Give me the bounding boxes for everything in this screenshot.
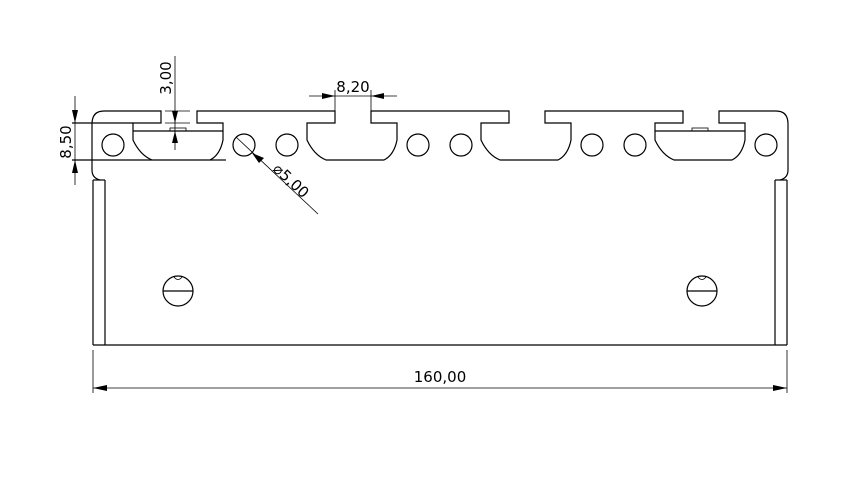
dimension-text-height: 8,50 <box>57 125 75 158</box>
dimension-text-diameter: ⌀5,00 <box>269 160 312 202</box>
dimension-slot-depth: 3,00 <box>157 56 190 150</box>
mounting-holes <box>101 133 778 157</box>
dimension-overall-width: 160,00 <box>92 350 788 393</box>
profile-rail <box>72 110 789 181</box>
dimension-text-opening: 8,20 <box>336 78 369 96</box>
dimension-profile-height: 8,50 <box>57 96 78 185</box>
dimension-text-depth: 3,00 <box>157 61 175 94</box>
bracket-plate <box>92 179 788 346</box>
dimension-text-width: 160,00 <box>414 368 467 386</box>
dimension-slot-opening: 8,20 <box>309 78 397 111</box>
screw-left <box>162 275 194 307</box>
screw-right <box>686 275 718 307</box>
